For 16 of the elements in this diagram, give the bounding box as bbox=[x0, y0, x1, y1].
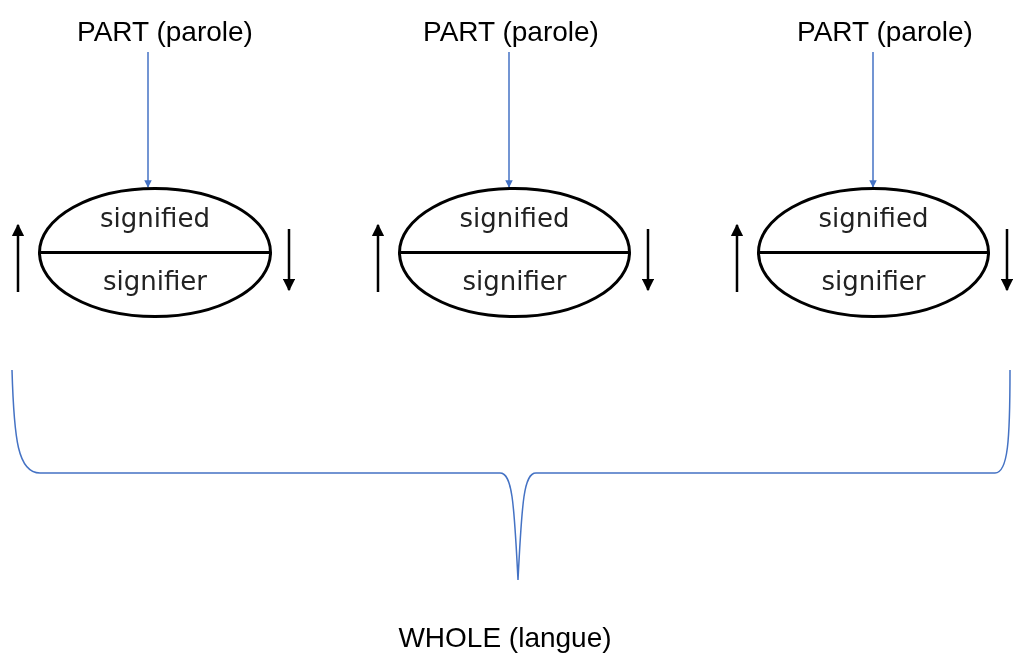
arrow bbox=[144, 51, 152, 188]
label-text: PART (parole) bbox=[423, 16, 599, 48]
label-text: WHOLE (langue) bbox=[398, 622, 612, 654]
sign-text: signified bbox=[100, 202, 210, 233]
sign-ellipse bbox=[38, 187, 272, 318]
label-text: PART (parole) bbox=[797, 16, 973, 48]
sign-text: signifier bbox=[102, 265, 207, 296]
sign-text: signifier bbox=[821, 265, 926, 296]
sign-text: signified bbox=[818, 202, 929, 233]
sign-text: signifier bbox=[462, 265, 567, 296]
sign-ellipse bbox=[398, 187, 631, 318]
arrow bbox=[505, 51, 513, 188]
label-text: PART (parole) bbox=[77, 16, 253, 48]
sign-text: signified bbox=[459, 202, 570, 233]
sign-ellipse bbox=[757, 187, 990, 318]
arrow bbox=[869, 51, 877, 188]
